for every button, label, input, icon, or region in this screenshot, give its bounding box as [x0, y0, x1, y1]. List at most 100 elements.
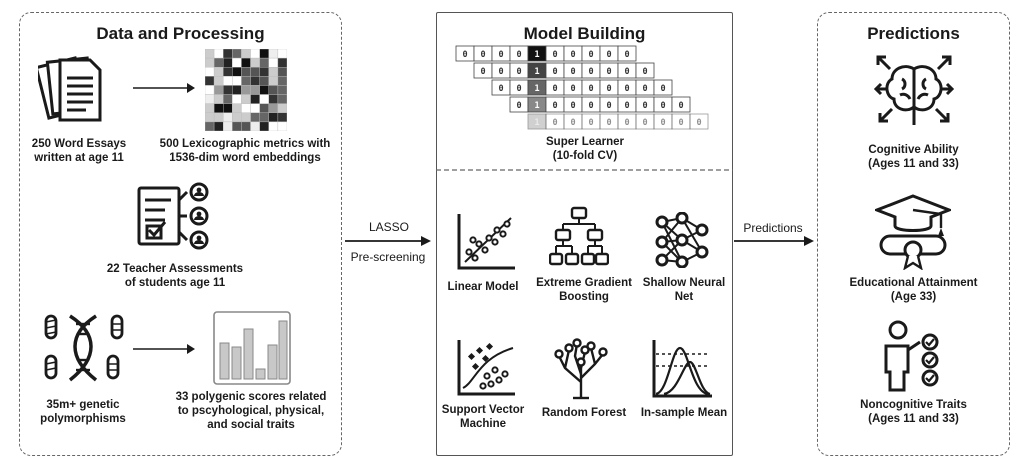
heatmap-cell [277, 85, 287, 95]
cv-cell-value: 0 [498, 50, 503, 60]
heatmap-cell [223, 103, 233, 113]
lasso-label: LASSO [368, 220, 410, 234]
heatmap-cell [259, 76, 269, 86]
bar-chart-icon [213, 311, 291, 385]
cv-cell-value: 0 [588, 118, 593, 128]
heatmap-cell [277, 57, 287, 68]
heatmap-cell [277, 121, 287, 131]
heatmap-cell [223, 85, 233, 95]
heatmap-cell [268, 67, 279, 77]
heatmap-cell [223, 121, 233, 131]
cv-cell-value: 0 [642, 84, 647, 94]
model-label-3: Support Vector Machine [441, 404, 525, 430]
cv-cell-value: 0 [570, 118, 575, 128]
cv-cell-value: 0 [516, 84, 521, 94]
heatmap-cell [277, 49, 287, 59]
cv-cell-value: 0 [588, 67, 593, 77]
data-processing-title: Data and Processing [96, 24, 265, 43]
cv-cell-value: 0 [696, 118, 701, 128]
person-checklist-icon [880, 320, 944, 392]
heatmap-cell [205, 94, 215, 104]
heatmap-cell [241, 103, 251, 113]
svm-scatter-icon [455, 338, 517, 398]
cv-cell [671, 96, 691, 113]
heatmap-cell [205, 76, 215, 86]
cv-cell-value: 0 [552, 50, 557, 60]
heatmap-cell [277, 67, 287, 77]
cv-cell-value: 0 [660, 84, 665, 94]
heatmap-cell [250, 76, 260, 86]
neural-net-icon [654, 212, 710, 268]
cv-cell [689, 113, 709, 130]
prescreening-label: Pre-screening [350, 250, 426, 264]
heatmap-cell [277, 103, 287, 113]
cv-cell-value: 0 [462, 50, 467, 60]
heatmap-cell [268, 57, 279, 68]
dashed-separator [436, 169, 733, 171]
heatmap-cell [223, 76, 233, 86]
cv-cell-value: 0 [516, 101, 521, 111]
heatmap-cell [213, 94, 224, 104]
cv-cell-value: 1 [534, 118, 539, 128]
super-learner-label: Super Learner (10-fold CV) [546, 136, 624, 162]
heatmap-cell [241, 94, 251, 104]
cv-cell-value: 0 [552, 118, 557, 128]
heatmap-cell [250, 49, 260, 59]
cv-cell-value: 0 [588, 101, 593, 111]
cv-cell-value: 0 [570, 50, 575, 60]
cv-cell-value: 0 [498, 67, 503, 77]
heatmap-cell [213, 112, 224, 123]
heatmap-cell [241, 57, 251, 68]
heatmap-cell [250, 121, 260, 131]
cv-cell-value: 0 [588, 50, 593, 60]
heatmap-cell [241, 85, 251, 95]
cv-cell-value: 1 [534, 50, 539, 60]
heatmap-cell [213, 121, 224, 131]
heatmap-cell [232, 121, 242, 131]
heatmap-cell [259, 49, 269, 59]
heatmap-cell [213, 76, 224, 86]
cv-cell-value: 0 [552, 67, 557, 77]
heatmap-cell [223, 112, 233, 123]
cv-cell-value: 0 [606, 118, 611, 128]
heatmap-cell [205, 67, 215, 77]
heatmap-cell [259, 121, 269, 131]
cv-cell-value: 0 [678, 101, 683, 111]
outcome-label-1: Educational Attainment (Age 33) [849, 277, 978, 303]
model-label-0: Linear Model [447, 281, 519, 293]
heatmap-cell [241, 112, 251, 123]
heatmap-cell [277, 76, 287, 86]
heatmap-cell [250, 94, 260, 104]
predictions-arrow-label: Predictions [743, 221, 803, 235]
heatmap-cell [268, 76, 279, 86]
heatmap-cell [259, 57, 269, 68]
cv-cell-value: 0 [624, 67, 629, 77]
cv-cell-value: 0 [606, 67, 611, 77]
cv-cell-value: 0 [606, 101, 611, 111]
cv-cell-value: 0 [678, 118, 683, 128]
model-label-4: Random Forest [541, 407, 627, 419]
genetic-label: 35m+ genetic polymorphisms [40, 399, 126, 425]
cv-cell-value: 0 [606, 84, 611, 94]
model-label-5: In-sample Mean [640, 407, 728, 419]
arrow-essays-to-metrics [133, 82, 195, 94]
heatmap-cell [213, 49, 224, 59]
cv-cell-value: 0 [552, 84, 557, 94]
heatmap-cell [213, 57, 224, 68]
essays-label: 250 Word Essays written at age 11 [31, 138, 127, 164]
cv-cell-value: 0 [480, 67, 485, 77]
heatmap-cell [213, 103, 224, 113]
heatmap-cell [250, 85, 260, 95]
heatmap-cell [205, 57, 215, 68]
cv-cell-value: 0 [624, 118, 629, 128]
cv-cell-value: 1 [534, 67, 539, 77]
heatmap-cell [259, 85, 269, 95]
model-building-panel [436, 12, 733, 456]
tree-diagram-icon [549, 206, 609, 268]
cv-cell-value: 0 [588, 84, 593, 94]
cv-cell-value: 0 [552, 101, 557, 111]
distribution-icon [650, 338, 714, 400]
outcome-label-2: Noncognitive Traits (Ages 11 and 33) [860, 399, 967, 425]
heatmap-cell [250, 67, 260, 77]
